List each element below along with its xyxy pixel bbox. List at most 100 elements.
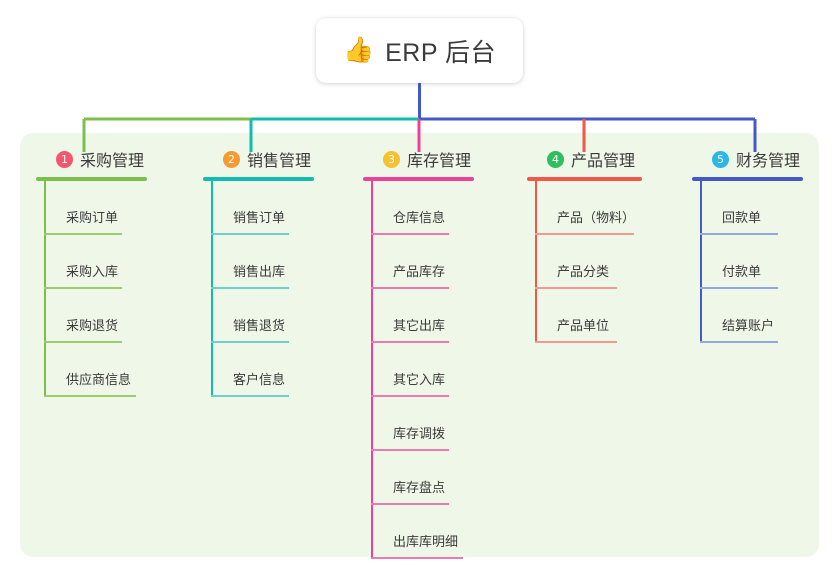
branch-header-rule — [527, 177, 642, 181]
leaf-node-underline — [44, 287, 122, 289]
leaf-node[interactable]: 出库库明细 — [363, 505, 474, 559]
branch-spine — [700, 181, 702, 343]
leaf-node-label: 结算账户 — [722, 318, 775, 333]
leaf-node-underline — [371, 557, 463, 559]
leaf-node[interactable]: 销售订单 — [203, 181, 314, 235]
leaf-node-underline — [371, 233, 449, 235]
leaf-node-underline — [535, 233, 634, 235]
branch-title: 库存管理 — [407, 153, 472, 170]
leaf-node[interactable]: 采购退货 — [36, 289, 147, 343]
branch-title: 销售管理 — [247, 153, 312, 170]
branch-title: 财务管理 — [736, 153, 801, 170]
leaf-node[interactable]: 付款单 — [692, 235, 803, 289]
leaf-node[interactable]: 结算账户 — [692, 289, 803, 343]
root-node-card[interactable]: 👍 ERP 后台 — [316, 18, 523, 83]
branch-header-rule — [363, 177, 474, 181]
leaf-node[interactable]: 采购订单 — [36, 181, 147, 235]
branch-number-badge: 5 — [712, 150, 729, 168]
branch-spine — [371, 181, 373, 559]
leaf-node-underline — [44, 341, 122, 343]
leaf-node-underline — [211, 233, 289, 235]
leaf-node-underline — [371, 341, 449, 343]
leaf-node[interactable]: 产品（物料） — [527, 181, 642, 235]
branch-spine — [44, 181, 46, 397]
leaf-node[interactable]: 供应商信息 — [36, 343, 147, 397]
leaf-node-underline — [535, 341, 617, 343]
leaf-node-underline — [535, 287, 617, 289]
leaf-node[interactable]: 库存调拨 — [363, 397, 474, 451]
root-node-content: 👍 ERP 后台 — [343, 33, 496, 69]
leaf-node-underline — [700, 341, 778, 343]
branch-header-1[interactable]: 1 采购管理 — [36, 148, 147, 170]
leaf-node[interactable]: 销售退货 — [203, 289, 314, 343]
leaf-node[interactable]: 仓库信息 — [363, 181, 474, 235]
leaf-node-underline — [700, 287, 778, 289]
branch-header-3[interactable]: 3 库存管理 — [363, 148, 474, 170]
leaf-node-label: 库存盘点 — [393, 480, 446, 495]
leaf-node-underline — [371, 449, 449, 451]
branch-header-2[interactable]: 2 销售管理 — [203, 148, 314, 170]
leaf-node-underline — [371, 287, 449, 289]
branch-header-5[interactable]: 5 财务管理 — [692, 148, 803, 170]
branch-leaf-list: 销售订单销售出库销售退货客户信息 — [203, 181, 314, 397]
branch-leaf-list: 回款单付款单结算账户 — [692, 181, 803, 343]
branch-number-badge: 3 — [383, 150, 400, 168]
leaf-node[interactable]: 产品分类 — [527, 235, 642, 289]
leaf-node[interactable]: 其它出库 — [363, 289, 474, 343]
branch-header-rule — [203, 177, 314, 181]
leaf-node[interactable]: 其它入库 — [363, 343, 474, 397]
leaf-node[interactable]: 客户信息 — [203, 343, 314, 397]
leaf-node-underline — [44, 233, 122, 235]
branch-column-2: 2 销售管理销售订单销售出库销售退货客户信息 — [203, 148, 314, 397]
branch-header-rule — [692, 177, 803, 181]
branch-spine — [211, 181, 213, 397]
leaf-node-underline — [211, 287, 289, 289]
leaf-node[interactable]: 回款单 — [692, 181, 803, 235]
leaf-node-label: 销售出库 — [233, 264, 286, 279]
leaf-node-label: 出库库明细 — [393, 534, 459, 549]
root-node-title: ERP 后台 — [385, 38, 497, 67]
branch-number-badge: 2 — [223, 150, 240, 168]
leaf-node-label: 其它出库 — [393, 318, 446, 333]
leaf-node-label: 采购退货 — [66, 318, 119, 333]
branch-column-5: 5 财务管理回款单付款单结算账户 — [692, 148, 803, 343]
leaf-node-label: 仓库信息 — [393, 210, 446, 225]
leaf-node-label: 其它入库 — [393, 372, 446, 387]
leaf-node-label: 产品库存 — [393, 264, 446, 279]
branch-column-1: 1 采购管理采购订单采购入库采购退货供应商信息 — [36, 148, 147, 397]
leaf-node-label: 销售订单 — [233, 210, 286, 225]
leaf-node-label: 产品（物料） — [557, 210, 636, 225]
mindmap-panel — [20, 133, 819, 557]
branch-number-badge: 1 — [56, 150, 73, 168]
leaf-node-label: 产品单位 — [557, 318, 610, 333]
leaf-node-label: 回款单 — [722, 210, 762, 225]
branch-leaf-list: 仓库信息产品库存其它出库其它入库库存调拨库存盘点出库库明细 — [363, 181, 474, 559]
leaf-node-underline — [211, 341, 289, 343]
leaf-node[interactable]: 销售出库 — [203, 235, 314, 289]
branch-number-badge: 4 — [547, 150, 564, 168]
leaf-node-label: 采购入库 — [66, 264, 119, 279]
branch-header-4[interactable]: 4 产品管理 — [527, 148, 642, 170]
leaf-node-label: 付款单 — [722, 264, 762, 279]
leaf-node-label: 供应商信息 — [66, 372, 132, 387]
leaf-node-underline — [44, 395, 136, 397]
leaf-node-label: 产品分类 — [557, 264, 610, 279]
branch-spine — [535, 181, 537, 343]
leaf-node-underline — [371, 503, 449, 505]
branch-title: 产品管理 — [571, 153, 636, 170]
branch-header-rule — [36, 177, 147, 181]
leaf-node[interactable]: 产品单位 — [527, 289, 642, 343]
thumbs-up-icon: 👍 — [342, 36, 375, 64]
leaf-node[interactable]: 采购入库 — [36, 235, 147, 289]
branch-leaf-list: 产品（物料） 产品分类产品单位 — [527, 181, 642, 343]
leaf-node-underline — [700, 233, 778, 235]
leaf-node-label: 库存调拨 — [393, 426, 446, 441]
leaf-node-label: 采购订单 — [66, 210, 119, 225]
leaf-node-label: 客户信息 — [233, 372, 286, 387]
leaf-node-underline — [371, 395, 449, 397]
branch-leaf-list: 采购订单采购入库采购退货供应商信息 — [36, 181, 147, 397]
leaf-node[interactable]: 库存盘点 — [363, 451, 474, 505]
branch-title: 采购管理 — [80, 153, 145, 170]
leaf-node[interactable]: 产品库存 — [363, 235, 474, 289]
